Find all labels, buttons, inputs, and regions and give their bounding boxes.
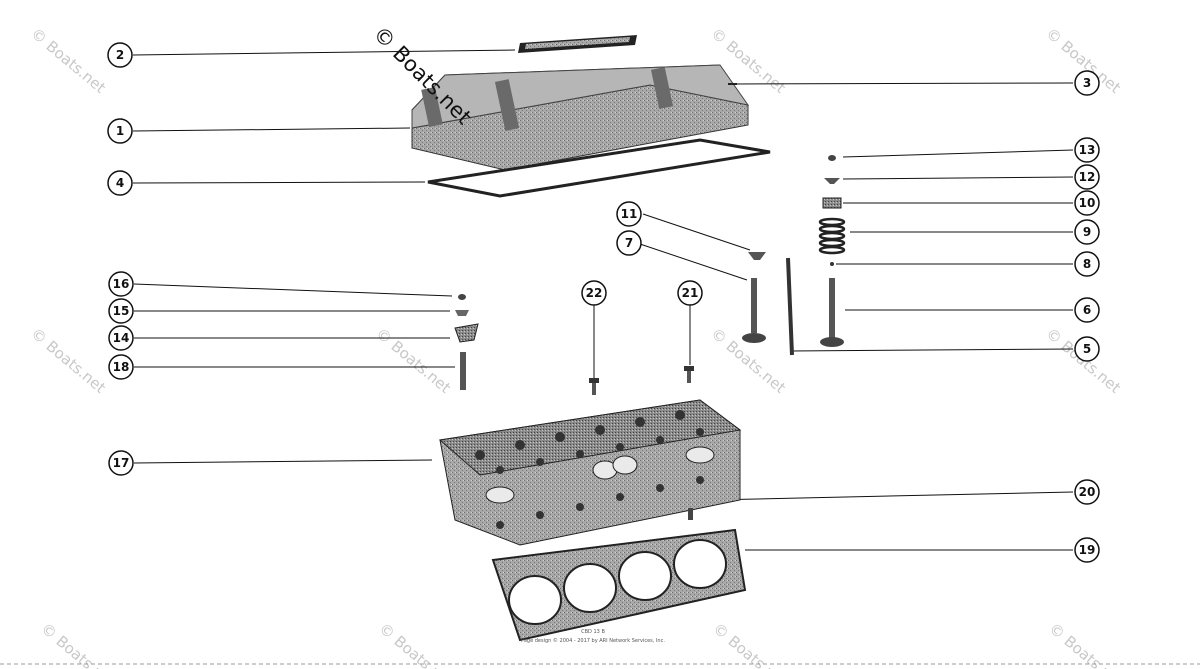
svg-text:17: 17	[113, 456, 130, 470]
callout-7: 7	[616, 230, 642, 256]
svg-text:22: 22	[586, 286, 603, 300]
svg-text:14: 14	[113, 331, 130, 345]
part-head-gasket	[491, 528, 747, 642]
part-dowel	[688, 508, 693, 520]
leader-lines	[132, 49, 1074, 551]
callout-5: 5	[1074, 336, 1100, 362]
svg-text:5: 5	[1083, 342, 1091, 356]
part-valve-cover	[411, 64, 750, 171]
part-valve-train	[742, 155, 846, 356]
svg-text:10: 10	[1079, 196, 1096, 210]
svg-text:3: 3	[1083, 76, 1091, 90]
svg-text:2: 2	[116, 48, 124, 62]
svg-text:16: 16	[113, 277, 130, 291]
watermark: © Boats.net	[27, 24, 109, 97]
watermark: © Boats.net	[375, 619, 457, 669]
callout-20: 20	[1074, 479, 1100, 505]
callout-9: 9	[1074, 219, 1100, 245]
svg-text:8: 8	[1083, 257, 1091, 271]
svg-text:20: 20	[1079, 485, 1096, 499]
callout-16: 16	[108, 271, 134, 297]
callout-12: 12	[1074, 164, 1100, 190]
svg-text:9: 9	[1083, 225, 1091, 239]
svg-text:18: 18	[113, 360, 130, 374]
svg-text:6: 6	[1083, 303, 1091, 317]
watermark: © Boats.net	[372, 324, 454, 397]
callout-22: 22	[581, 280, 607, 306]
footer-code: CBD 13 B	[581, 629, 605, 635]
watermark: © Boats.net	[37, 619, 119, 669]
callout-10: 10	[1074, 190, 1100, 216]
callouts: 2 1 4 3 13 12 10 9 8 6 5 11 7 16 15 14 1…	[107, 42, 1100, 563]
part-rocker-assembly	[454, 294, 479, 390]
part-emblem	[518, 35, 637, 53]
callout-2: 2	[107, 42, 133, 68]
svg-text:19: 19	[1079, 543, 1096, 557]
callout-1: 1	[107, 118, 133, 144]
callout-21: 21	[677, 280, 703, 306]
part-cylinder-head	[438, 399, 742, 546]
svg-text:13: 13	[1079, 143, 1096, 157]
part-cover-gasket	[427, 138, 771, 198]
footer-copyright: Page design © 2004 - 2017 by ARI Network…	[521, 637, 665, 644]
callout-14: 14	[108, 325, 134, 351]
callout-8: 8	[1074, 251, 1100, 277]
svg-text:15: 15	[113, 304, 130, 318]
svg-text:7: 7	[625, 236, 633, 250]
svg-text:21: 21	[682, 286, 699, 300]
svg-text:1: 1	[116, 124, 124, 138]
callout-19: 19	[1074, 537, 1100, 563]
callout-18: 18	[108, 354, 134, 380]
callout-11: 11	[616, 201, 642, 227]
svg-text:4: 4	[116, 176, 124, 190]
watermark: © Boats.net	[27, 324, 109, 397]
svg-text:11: 11	[621, 207, 638, 221]
callout-13: 13	[1074, 137, 1100, 163]
watermark: © Boats.net	[1045, 619, 1127, 669]
callout-17: 17	[108, 450, 134, 476]
svg-text:12: 12	[1079, 170, 1096, 184]
callout-3: 3	[1074, 70, 1100, 96]
callout-4: 4	[107, 170, 133, 196]
watermark: © Boats.net	[709, 619, 791, 669]
callout-6: 6	[1074, 297, 1100, 323]
part-bolts	[589, 366, 694, 395]
callout-15: 15	[108, 298, 134, 324]
